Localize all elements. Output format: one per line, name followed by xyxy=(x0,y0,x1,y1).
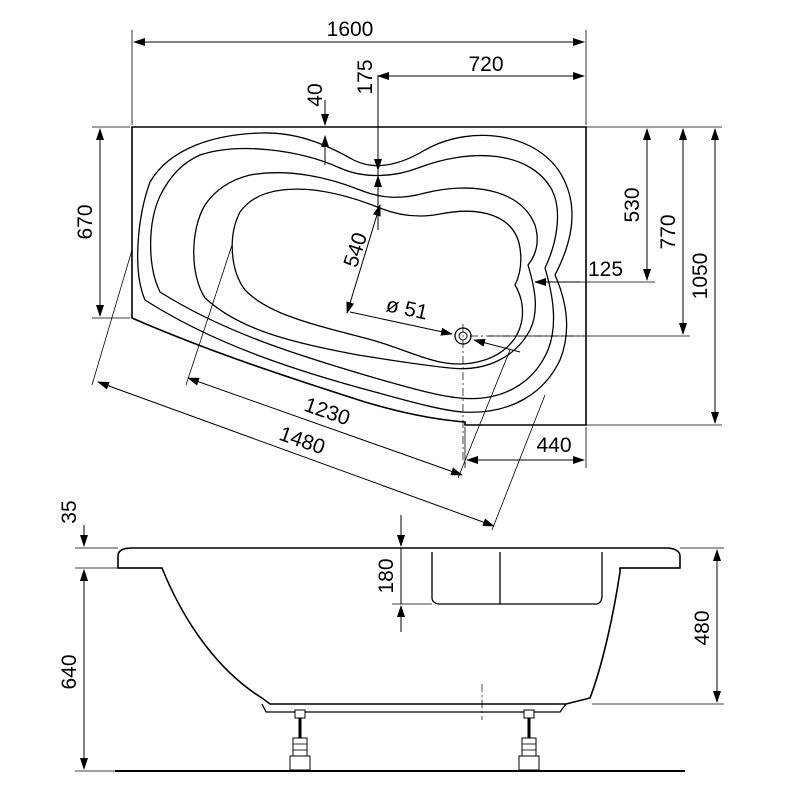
tub-side-outline xyxy=(117,547,681,705)
dim-drain-diameter: ø 51 xyxy=(384,293,430,324)
dim-35: 35 xyxy=(58,500,81,523)
seat-panel xyxy=(431,552,603,605)
dim-1480: 1480 xyxy=(276,422,328,459)
dim-1600: 1600 xyxy=(327,18,374,41)
dim-1050: 1050 xyxy=(689,253,712,300)
dim-180: 180 xyxy=(375,558,398,593)
dim-480: 480 xyxy=(691,610,714,645)
tub-basin-outer xyxy=(193,172,538,370)
dim-640: 640 xyxy=(58,654,81,689)
support-leg-right xyxy=(518,709,540,771)
tub-basin-floor xyxy=(231,188,524,365)
top-view xyxy=(131,126,587,460)
dim-670: 670 xyxy=(74,204,97,239)
support-leg-left xyxy=(289,709,311,771)
dim-125: 125 xyxy=(588,258,623,281)
top-view-dimensions: 1600 720 175 40 670 540 ø 51 530 xyxy=(74,18,722,531)
dim-175: 175 xyxy=(354,59,377,94)
dim-1230: 1230 xyxy=(301,393,353,430)
dim-540: 540 xyxy=(339,230,372,270)
dim-530: 530 xyxy=(621,187,644,222)
tub-base xyxy=(261,703,567,713)
tub-rim-second xyxy=(150,147,559,400)
side-view-dimensions: 35 640 180 480 xyxy=(58,500,724,772)
dim-440: 440 xyxy=(536,434,571,457)
dim-720: 720 xyxy=(468,53,503,76)
dim-770: 770 xyxy=(657,214,680,249)
tub-rim-inner xyxy=(137,132,573,413)
side-view xyxy=(115,547,685,772)
dim-40: 40 xyxy=(304,83,327,106)
